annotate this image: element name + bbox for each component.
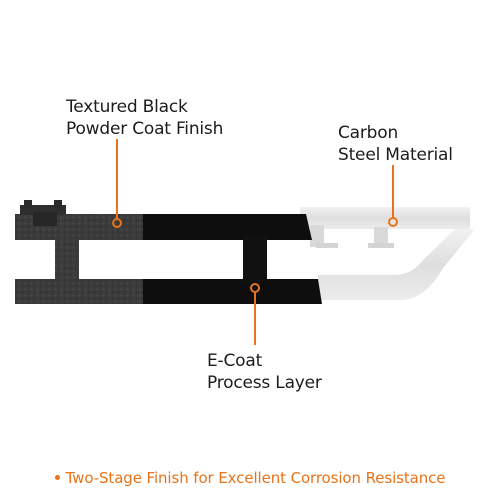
powder-coat-section (15, 200, 143, 304)
leader-carbon-steel (388, 165, 398, 227)
carbon-steel-label: Carbon Steel Material (338, 122, 453, 166)
powder-coat-label-line-1: Textured Black (66, 97, 188, 117)
carbon-steel-label-line-1: Carbon (338, 123, 399, 143)
carbon-steel-label-line-2: Steel Material (338, 145, 453, 165)
ecoat-label-line-1: E-Coat (207, 351, 263, 371)
carbon-steel-section (300, 207, 475, 300)
bullet-icon (54, 475, 60, 480)
ecoat-label: E-Coat Process Layer (207, 350, 322, 394)
ecoat-section (140, 214, 322, 304)
feature-caption-text: Two-Stage Finish for Excellent Corrosion… (65, 469, 446, 487)
leader-powder-coat (112, 139, 122, 228)
feature-caption: Two-Stage Finish for Excellent Corrosion… (0, 469, 500, 487)
ecoat-label-line-2: Process Layer (207, 373, 322, 393)
powder-coat-label: Textured Black Powder Coat Finish (66, 96, 223, 140)
powder-coat-label-line-2: Powder Coat Finish (66, 119, 224, 139)
leader-ecoat (250, 283, 260, 345)
